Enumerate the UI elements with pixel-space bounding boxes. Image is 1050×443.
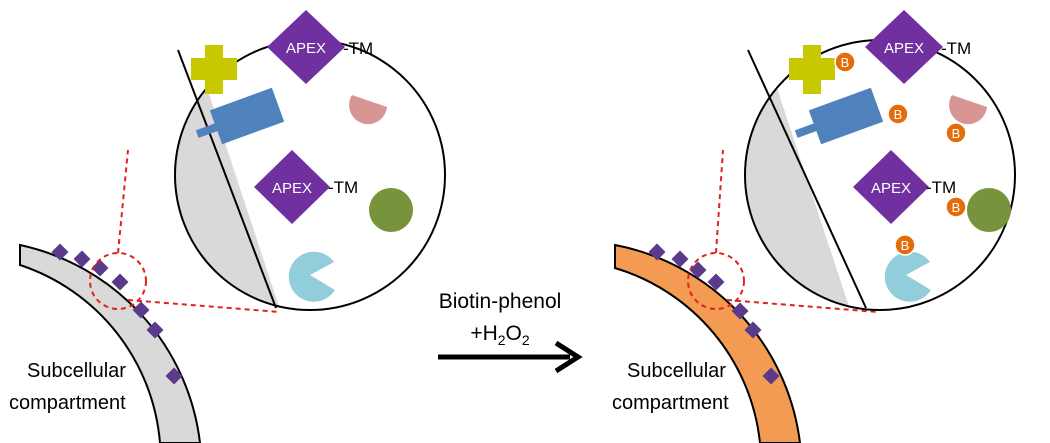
compartment-label-line2: compartment	[612, 392, 729, 414]
compartment-label-line1: Subcellular	[627, 360, 726, 382]
arrow-head	[554, 340, 583, 374]
cross-shape-icon	[191, 45, 237, 94]
apex-label: APEX	[884, 40, 924, 57]
apex-protein-mid-right: APEX -TM	[853, 150, 956, 224]
biotin-circle-icon: B	[945, 196, 967, 218]
tm-label: -TM	[343, 39, 373, 58]
half-circle-icon	[349, 95, 387, 125]
biotin-circle-icon: B	[887, 103, 909, 125]
membrane-section	[745, 40, 860, 310]
tm-label: -TM	[328, 178, 358, 197]
rectangle-receptor-icon	[794, 87, 884, 145]
arrow-label-reagent: Biotin-phenol	[439, 290, 562, 313]
svg-text:B: B	[894, 107, 903, 122]
svg-text:B: B	[901, 238, 910, 253]
cross-shape-icon	[789, 45, 835, 94]
apex-dots-right	[648, 243, 780, 385]
svg-text:B: B	[841, 55, 850, 70]
biotin-circle-icon: B	[834, 51, 856, 73]
tm-label: -TM	[941, 39, 971, 58]
left-panel: APEX -TM APEX -TM Subcellular compartmen…	[9, 10, 446, 443]
circle-icon	[967, 188, 1011, 232]
biotin-circle-icon: B	[894, 234, 916, 256]
biotin-circle-icon: B	[945, 122, 967, 144]
right-panel: APEX -TM APEX -TM B B B B	[612, 10, 1016, 443]
compartment-label-line1: Subcellular	[27, 360, 126, 382]
compartment-band-right	[614, 243, 802, 443]
apex-label: APEX	[286, 40, 326, 57]
apex-protein-mid-left: APEX -TM	[254, 150, 358, 224]
membrane-section	[175, 40, 290, 310]
biotin-tags: B B B B B	[834, 51, 967, 256]
apex-protein-top-left: APEX -TM	[267, 10, 373, 84]
zoom-indicator-left	[89, 149, 281, 313]
svg-text:B: B	[952, 126, 961, 141]
pacman-icon	[884, 251, 931, 302]
pacman-icon	[288, 251, 335, 302]
tm-label: -TM	[926, 178, 956, 197]
compartment-band-left	[19, 243, 202, 443]
apex-label: APEX	[871, 180, 911, 197]
half-circle-icon	[949, 95, 987, 125]
zoom-indicator-right	[687, 149, 879, 313]
reaction-arrow: Biotin-phenol +H2O2	[438, 290, 583, 374]
svg-text:B: B	[952, 200, 961, 215]
apex-label: APEX	[272, 180, 312, 197]
apex-protein-top-right: APEX -TM	[865, 10, 971, 84]
rectangle-receptor-icon	[195, 87, 285, 145]
circle-icon	[369, 188, 413, 232]
compartment-label-line2: compartment	[9, 392, 126, 414]
arrow-label-peroxide: +H2O2	[470, 322, 530, 348]
